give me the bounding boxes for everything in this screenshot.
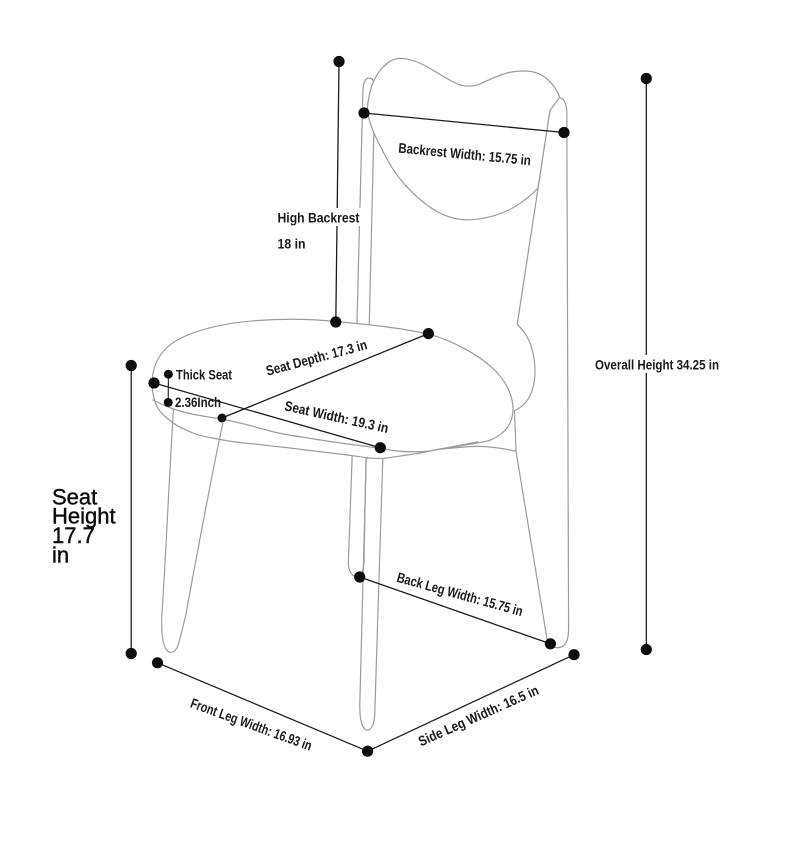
svg-text:High Backrest: High Backrest [278,210,360,226]
svg-text:Thick Seat: Thick Seat [176,366,232,382]
svg-text:Overall Height 34.25 in: Overall Height 34.25 in [595,357,719,373]
svg-text:18 in: 18 in [278,236,306,252]
svg-text:Seat: Seat [52,484,97,509]
svg-text:Height: Height [52,504,116,529]
svg-text:17.7: 17.7 [52,523,95,548]
svg-text:2.36Inch: 2.36Inch [175,394,221,410]
svg-text:in: in [52,543,69,568]
